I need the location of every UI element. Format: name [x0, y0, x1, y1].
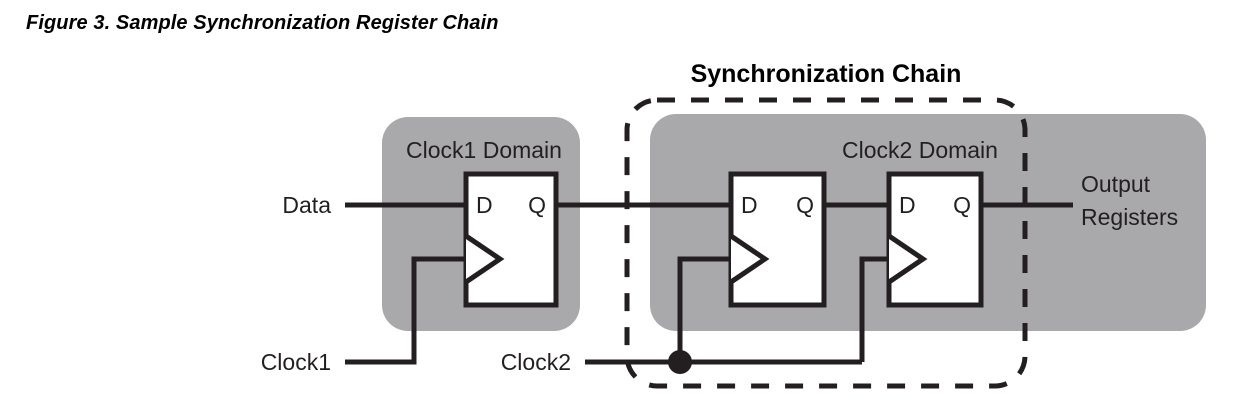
flipflop-ff1-d-label: D — [476, 192, 493, 218]
synchronization-chain-boundary — [624, 97, 1028, 389]
flipflop-ff3-q-label: Q — [953, 192, 971, 218]
clock2-domain-label: Clock2 Domain — [842, 137, 998, 163]
synchronization-chain-label: Synchronization Chain — [691, 60, 962, 88]
flipflop-ff1-q-label: Q — [528, 192, 546, 218]
clock2-junction-dot — [668, 350, 692, 374]
clock1-domain-label: Clock1 Domain — [406, 137, 562, 163]
flipflop-ff1-clock-triangle-icon — [464, 233, 505, 285]
flipflop-ff3-body — [886, 171, 984, 308]
wire-clock2-to-ff2 — [677, 256, 731, 362]
flipflop-ff3-d-label: D — [899, 192, 916, 218]
flipflop-ff2-q-label: Q — [796, 192, 814, 218]
clock1-input-label: Clock1 — [261, 349, 331, 375]
data-input-label: Data — [282, 192, 331, 218]
flipflop-ff1-body — [463, 171, 559, 308]
flipflop-ff3-clock-triangle-icon — [887, 233, 928, 285]
output-registers-label-line2: Registers — [1081, 204, 1178, 230]
figure-title: Figure 3. Sample Synchronization Registe… — [26, 12, 499, 34]
clock2-input-label: Clock2 — [501, 349, 571, 375]
wire-clock1-to-ff1 — [345, 256, 466, 365]
wire-clock2-to-ff3 — [859, 256, 889, 362]
output-registers-label-line1: Output — [1081, 171, 1151, 197]
flipflop-ff2-clock-triangle-icon — [729, 233, 770, 285]
flipflop-ff2-d-label: D — [741, 192, 758, 218]
